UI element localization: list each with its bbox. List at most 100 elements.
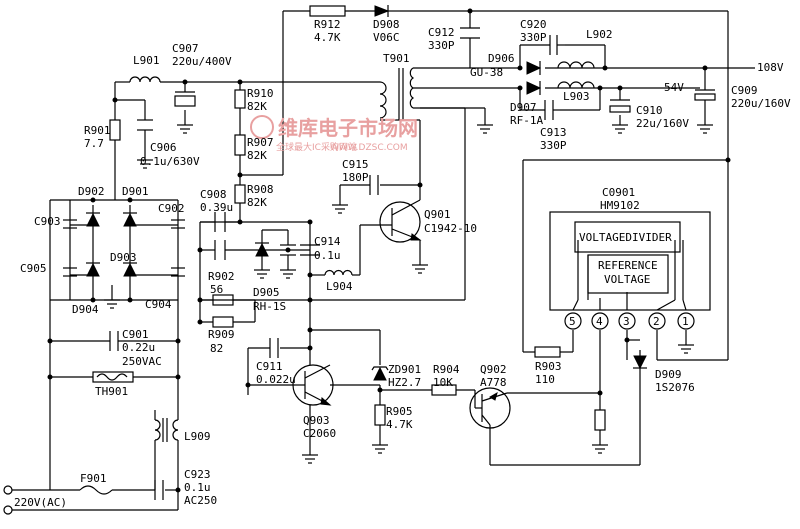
watermark-main: 维库电子市场网	[278, 116, 418, 140]
label-l904: L904	[326, 280, 353, 293]
label-d908-value: V06C	[373, 31, 400, 44]
diode-d909	[633, 355, 647, 370]
label-pin5: 5	[569, 315, 576, 328]
label-ac-input: 220V(AC)	[14, 496, 67, 509]
label-q901: Q901	[424, 208, 451, 221]
ic-hm9102	[549, 211, 711, 330]
label-q902: Q902	[480, 363, 507, 376]
label-d906-value: GU-38	[470, 66, 503, 79]
label-d906: D906	[488, 52, 515, 65]
label-r901: R901	[84, 124, 111, 137]
transformer-t901	[379, 67, 415, 120]
label-c907: C907	[172, 42, 199, 55]
label-c911-value: 0.022u	[256, 373, 296, 386]
label-d908: D908	[373, 18, 400, 31]
label-d907-value: RF-1A	[510, 114, 543, 127]
resistor-r904	[431, 384, 457, 396]
label-d902: D902	[78, 185, 105, 198]
label-r902-value: 56	[210, 283, 223, 296]
label-r908: R908	[247, 183, 274, 196]
label-c908: C908	[200, 188, 227, 201]
label-c906-value: 0.1u/630V	[140, 155, 200, 168]
diode-d908	[374, 5, 390, 17]
label-ic-voltage-divider: VOLTAGEDIVIDER	[579, 231, 672, 244]
label-c909-value: 220u/160V	[731, 97, 791, 110]
label-f901: F901	[80, 472, 107, 485]
label-r905-value: 4.7K	[386, 418, 413, 431]
label-zd901: ZD901	[388, 363, 421, 376]
label-r903-value: 110	[535, 373, 555, 386]
label-c907-value: 220u/400V	[172, 55, 232, 68]
label-q903: Q903	[303, 414, 330, 427]
label-c904: C904	[145, 298, 172, 311]
label-ic-voltage: VOLTAGE	[604, 273, 650, 286]
label-d905: D905	[253, 286, 280, 299]
label-l901: L901	[133, 54, 160, 67]
resistor-r909	[212, 316, 234, 328]
label-c920-value: 330P	[520, 31, 547, 44]
resistor-r907	[234, 134, 246, 156]
ac-terminal-bottom	[3, 505, 13, 515]
ground-symbols	[104, 124, 713, 464]
label-l902: L902	[586, 28, 613, 41]
ac-terminal-top	[3, 485, 13, 495]
label-r908-value: 82K	[247, 196, 267, 209]
label-c901-rating: 250VAC	[122, 355, 162, 368]
label-pin1: 1	[682, 315, 689, 328]
label-c923: C923	[184, 468, 211, 481]
label-t901: T901	[383, 52, 410, 65]
label-d905-value: RH-1S	[253, 300, 286, 313]
label-c908-value: 0.39u	[200, 201, 233, 214]
label-c910: C910	[636, 104, 663, 117]
inductor-l903	[557, 81, 595, 89]
label-r905: R905	[386, 405, 413, 418]
label-q902-value: A778	[480, 376, 507, 389]
label-c914: C914	[314, 235, 341, 248]
fuse-f901	[79, 485, 113, 495]
bridge-capacitors	[63, 219, 185, 277]
label-pin3: 3	[623, 315, 630, 328]
label-pin4: 4	[596, 315, 603, 328]
label-r910: R910	[247, 87, 274, 100]
resistor-r905	[374, 404, 386, 426]
label-c913: C913	[540, 126, 567, 139]
transistor-q902	[469, 387, 511, 429]
transistor-q901	[379, 199, 422, 243]
label-d909-value: 1S2076	[655, 381, 695, 394]
label-c913-value: 330P	[540, 139, 567, 152]
resistor-r903	[534, 346, 561, 358]
label-r903: R903	[535, 360, 562, 373]
inductor-l904	[324, 269, 353, 276]
label-pin2: 2	[653, 315, 660, 328]
resistor-r901	[109, 119, 121, 141]
diode-d907	[526, 81, 542, 95]
resistor-r912	[309, 5, 346, 17]
label-r909: R909	[208, 328, 235, 341]
label-c906: C906	[150, 141, 177, 154]
label-c915-value: 180P	[342, 171, 369, 184]
label-q901-value: C1942-10	[424, 222, 477, 235]
label-c905: C905	[20, 262, 47, 275]
label-c902: C902	[158, 202, 185, 215]
diode-d906	[526, 61, 542, 75]
thermistor-th901	[92, 371, 134, 383]
label-zd901-value: HZ2.7	[388, 376, 421, 389]
resistor-r910	[234, 89, 246, 109]
label-c914-value: 0.1u	[314, 249, 341, 262]
resistor-pin4	[594, 409, 606, 431]
bridge-diodes	[86, 212, 137, 277]
inductor-l909	[154, 410, 179, 490]
label-r907: R907	[247, 136, 274, 149]
label-r902: R902	[208, 270, 235, 283]
label-c912: C912	[428, 26, 455, 39]
watermark: 维库电子市场网 全球最大IC采购网站 WWW.DZSC.COM	[250, 115, 418, 153]
label-d909: D909	[655, 368, 682, 381]
label-c911: C911	[256, 360, 283, 373]
label-d904: D904	[72, 303, 99, 316]
label-r901-value: 7.7	[84, 137, 104, 150]
label-r904: R904	[433, 363, 460, 376]
label-c923-rating: AC250	[184, 494, 217, 507]
label-c910-value: 22u/160V	[636, 117, 689, 130]
